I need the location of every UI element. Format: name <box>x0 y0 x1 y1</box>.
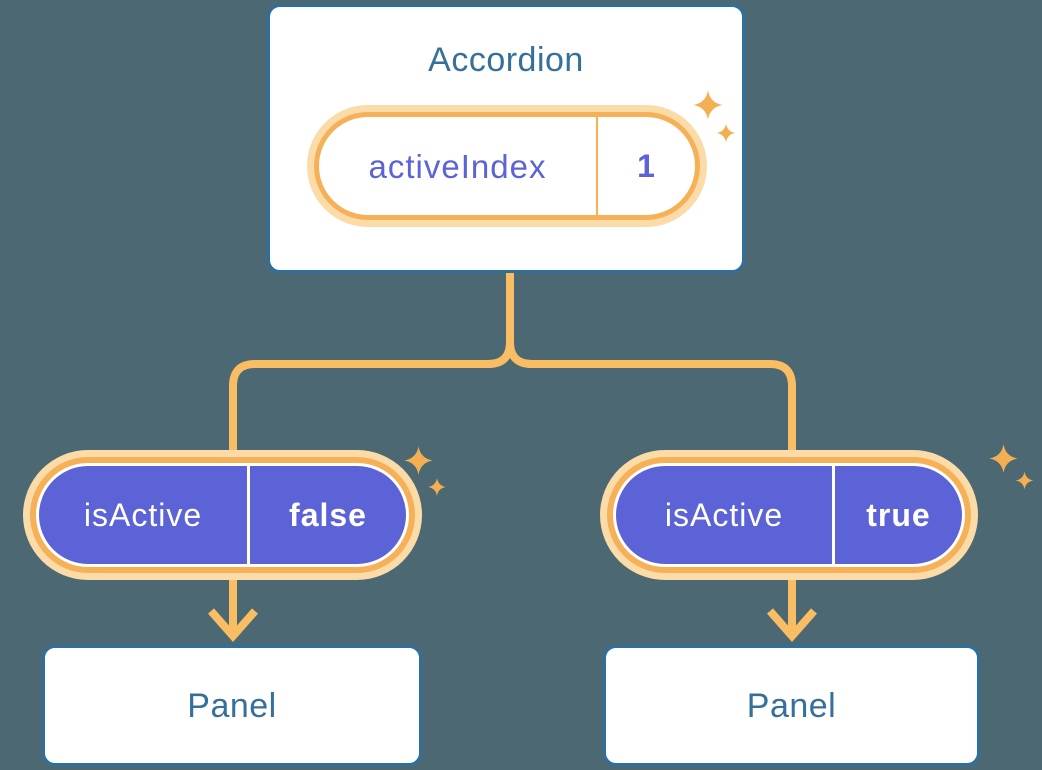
panel-node-right: Panel <box>603 645 980 766</box>
panel-node-title: Panel <box>187 686 277 725</box>
sparkle-icon <box>693 90 736 143</box>
panel-node-left: Panel <box>42 645 422 766</box>
panel-node-title: Panel <box>746 686 837 725</box>
state-pill-activeindex: activeIndex 1 <box>314 112 700 220</box>
pill-divider <box>247 466 250 564</box>
state-pill-label: activeIndex <box>368 147 547 185</box>
prop-pill-label: isActive <box>664 497 784 533</box>
pill-divider <box>596 117 598 215</box>
prop-pill-isactive-left: isActive false <box>36 463 409 567</box>
state-pill-value: 1 <box>637 148 656 184</box>
sparkle-icon <box>989 444 1034 490</box>
prop-pill-value: false <box>289 497 367 533</box>
arrowhead-left-icon <box>207 608 259 643</box>
prop-pill-value: true <box>866 497 931 533</box>
accordion-node-title: Accordion <box>428 41 584 79</box>
arrowhead-right-icon <box>766 608 818 643</box>
sparkle-icon <box>404 446 446 496</box>
connector-left-branch <box>229 270 514 636</box>
prop-pill-isactive-right: isActive true <box>613 463 965 567</box>
sparkle-small-icon <box>716 123 736 143</box>
connector-right-branch <box>506 270 796 636</box>
sparkle-small-icon <box>428 478 446 496</box>
pill-divider <box>832 466 835 564</box>
sparkle-large-icon <box>693 90 723 120</box>
sparkle-large-icon <box>404 446 434 476</box>
sparkle-large-icon <box>989 444 1019 474</box>
sparkle-small-icon <box>1015 471 1034 490</box>
prop-pill-label: isActive <box>83 497 203 533</box>
